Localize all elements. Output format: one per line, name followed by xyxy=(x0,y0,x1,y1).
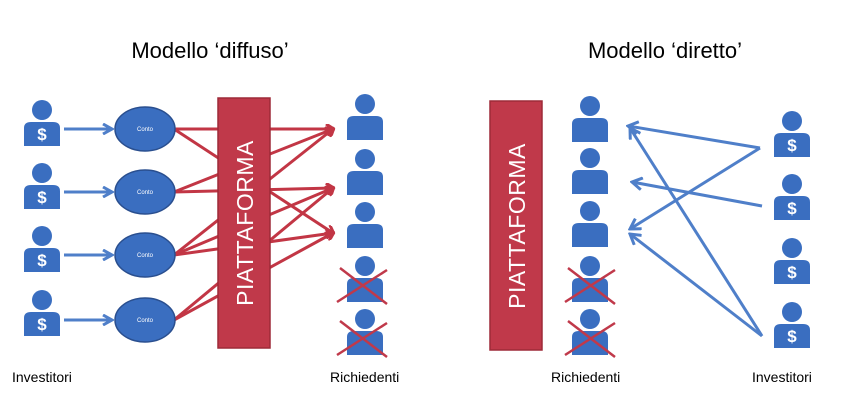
platform-diretto xyxy=(489,100,543,351)
dollar-icon: $ xyxy=(787,199,797,218)
diretto-connections xyxy=(628,126,764,338)
dollar-icon: $ xyxy=(787,136,797,155)
arrow xyxy=(628,126,761,150)
investor-diretto: $ xyxy=(774,302,810,348)
account-label: Conto xyxy=(137,318,154,324)
dollar-icon: $ xyxy=(37,125,47,144)
requester xyxy=(572,201,608,247)
diretto-nodes: $ $ $ $ xyxy=(564,96,810,358)
account-node: Conto xyxy=(114,297,176,343)
platform-diffuso xyxy=(217,97,271,349)
label-richiedenti-diffuso: Richiedenti xyxy=(330,369,399,385)
requester xyxy=(572,148,608,194)
requester xyxy=(572,96,608,142)
arrow xyxy=(632,182,763,208)
account-node: Conto xyxy=(114,106,176,152)
platform-diretto-label: PIATTAFORMA xyxy=(504,143,530,309)
cross-icon xyxy=(564,320,616,358)
requester-rejected xyxy=(347,256,383,302)
investor-diretto: $ xyxy=(774,174,810,220)
investor-diffuso: $ xyxy=(24,100,60,146)
requester xyxy=(347,149,383,195)
account-node: Conto xyxy=(114,232,176,278)
account-node: Conto xyxy=(114,169,176,215)
requester xyxy=(347,202,383,248)
arrow xyxy=(630,128,764,337)
arrow xyxy=(630,234,763,338)
requester xyxy=(347,94,383,140)
dollar-icon: $ xyxy=(37,188,47,207)
requester-rejected xyxy=(347,309,383,355)
title-diretto: Modello ‘diretto’ xyxy=(588,38,742,63)
dollar-icon: $ xyxy=(37,315,47,334)
diffuso-nodes: $ Conto $ Conto $ Conto $ Conto xyxy=(24,94,388,358)
label-investitori-diffuso: Investitori xyxy=(12,369,72,385)
dollar-icon: $ xyxy=(37,251,47,270)
label-investitori-diretto: Investitori xyxy=(752,369,812,385)
label-richiedenti-diretto: Richiedenti xyxy=(551,369,620,385)
requester-rejected xyxy=(572,256,608,302)
investor-diffuso: $ xyxy=(24,226,60,272)
account-label: Conto xyxy=(137,190,154,196)
requester-rejected xyxy=(572,309,608,355)
arrow xyxy=(630,146,761,229)
dollar-icon: $ xyxy=(787,263,797,282)
title-diffuso: Modello ‘diffuso’ xyxy=(131,38,288,63)
cross-icon xyxy=(564,267,616,305)
investor-diretto: $ xyxy=(774,238,810,284)
dollar-icon: $ xyxy=(787,327,797,346)
platform-diffuso-label: PIATTAFORMA xyxy=(232,140,258,306)
cross-icon xyxy=(336,320,388,358)
investor-diffuso: $ xyxy=(24,290,60,336)
account-label: Conto xyxy=(137,253,154,259)
investor-diretto: $ xyxy=(774,111,810,157)
investor-diffuso: $ xyxy=(24,163,60,209)
cross-icon xyxy=(336,267,388,305)
account-label: Conto xyxy=(137,127,154,133)
